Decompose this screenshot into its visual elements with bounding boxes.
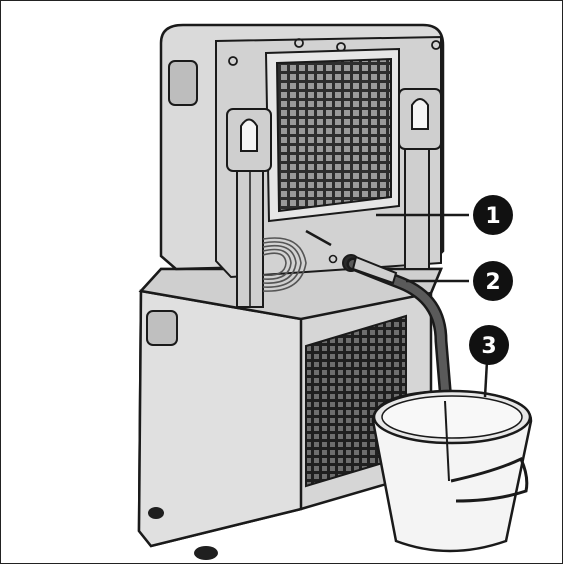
water-bucket — [373, 391, 531, 551]
upper-unit — [161, 25, 443, 307]
callout-1-number: 1 — [485, 204, 500, 229]
callout-2-number: 2 — [485, 270, 500, 295]
callout-1: 1 — [473, 195, 513, 235]
wheel-front-left — [194, 546, 218, 560]
callout-3: 3 — [469, 325, 509, 365]
callout-3-number: 3 — [481, 334, 496, 359]
callout-2: 2 — [473, 261, 513, 301]
side-handle-lower — [147, 311, 177, 345]
leader-line-3 — [485, 361, 487, 397]
air-filter-grille — [277, 59, 391, 211]
wheel-rear-left — [148, 507, 164, 519]
side-handle-upper — [169, 61, 197, 105]
